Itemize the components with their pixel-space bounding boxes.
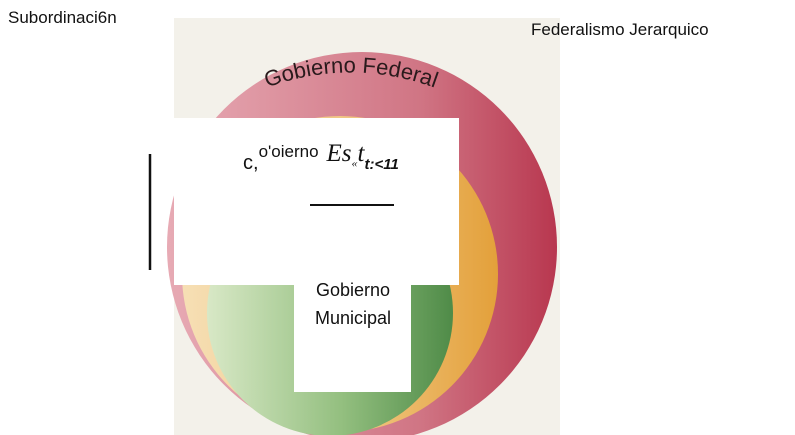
estatal-t: t: [357, 140, 365, 167]
municipal-overlay-box: [294, 262, 411, 392]
estatal-es-text: Es: [326, 140, 352, 167]
estatal-q: «: [351, 156, 358, 170]
estatal-label-es: Es«t: [326, 140, 365, 170]
municipal-label-line2: Municipal: [314, 308, 392, 328]
municipal-label-line1: Gobierno: [315, 280, 391, 300]
estatal-label-c: c,: [243, 152, 259, 174]
subordinacion-label: Subordinaci6n: [8, 8, 117, 27]
federalismo-label: Federalismo Jerarquico: [531, 20, 709, 39]
estatal-label-o: o'oierno: [258, 142, 319, 161]
municipal-label: Gobierno Municipal: [294, 276, 412, 332]
estatal-overlay-box: [174, 118, 459, 285]
estatal-label: c,o'oierno Es«tt:<11: [243, 140, 399, 177]
estatal-label-sub: t:<11: [364, 156, 399, 173]
